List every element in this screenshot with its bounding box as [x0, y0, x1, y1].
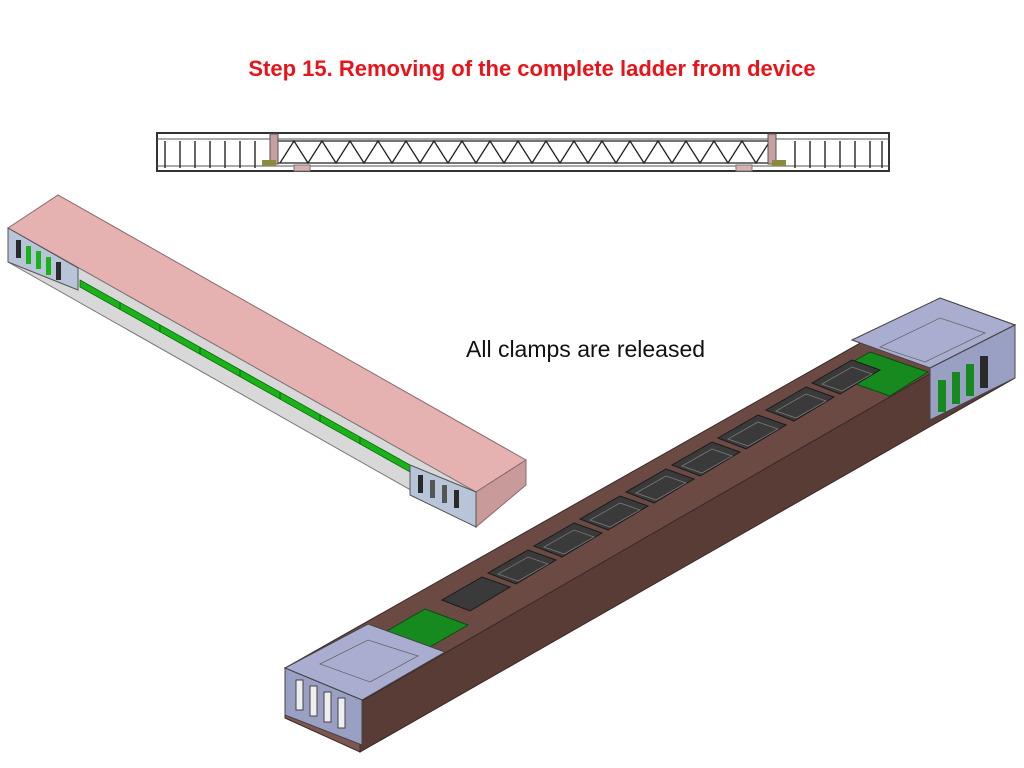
slide-title: Step 15. Removing of the complete ladder… — [248, 56, 816, 81]
ladder-truss — [278, 139, 772, 165]
open-right-end — [850, 297, 1017, 421]
sensor-outlines — [497, 366, 873, 582]
left-end-fins — [164, 141, 256, 168]
cover-left-end — [7, 227, 79, 291]
open-left-end — [283, 623, 447, 746]
cover-right-end — [409, 464, 477, 528]
sensor-modules — [440, 359, 882, 612]
ladder-clamps — [262, 133, 786, 172]
right-end-fins — [794, 141, 883, 168]
clamps-caption: All clamps are released — [466, 336, 706, 362]
